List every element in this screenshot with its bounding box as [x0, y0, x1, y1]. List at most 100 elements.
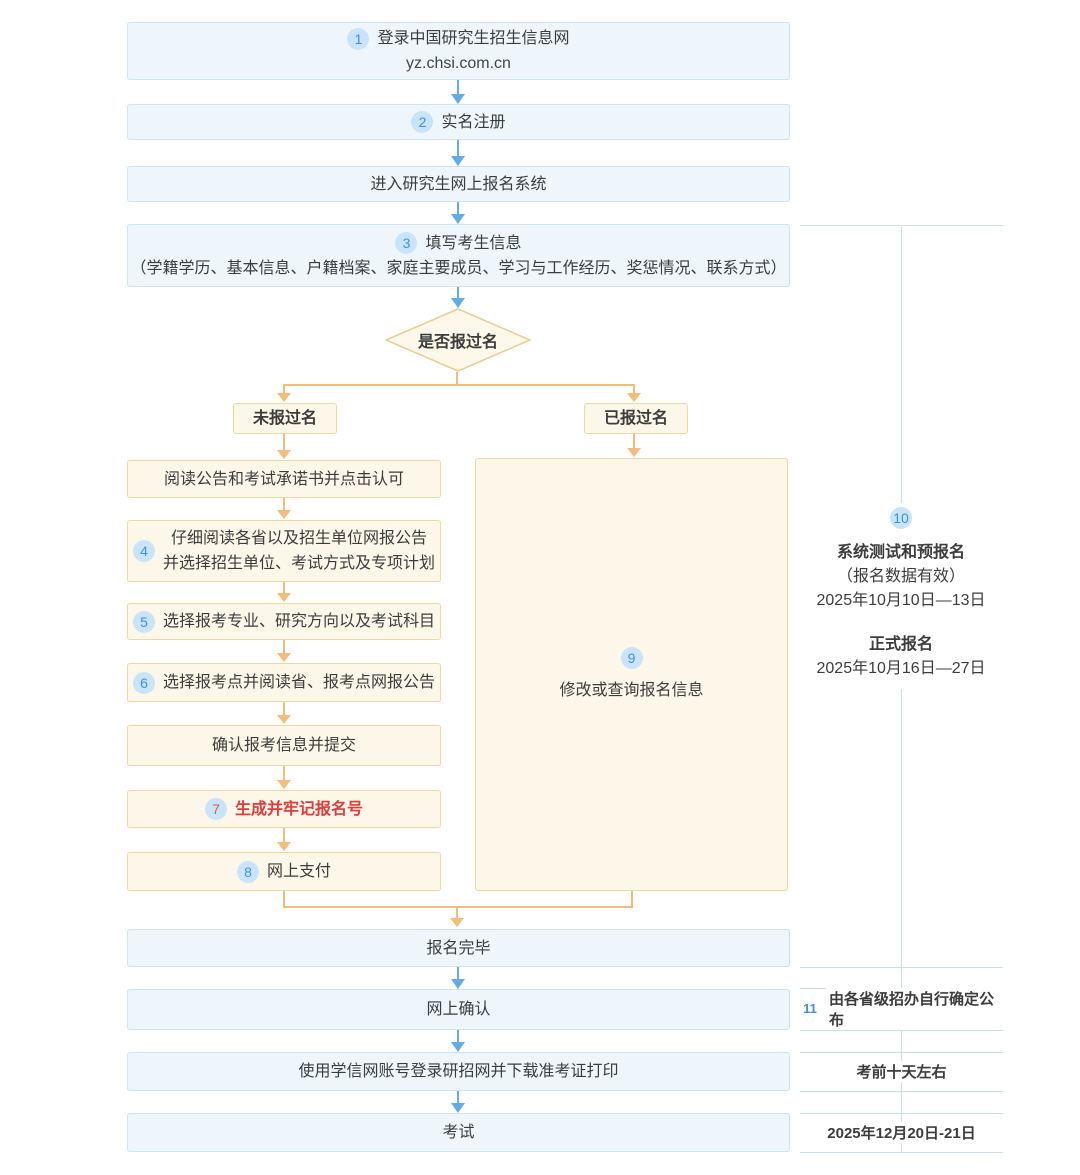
step-label: 考试 — [442, 1124, 475, 1141]
step-select-unit: 4 仔细阅读各省以及招生单位网报公告 并选择招生单位、考试方式及专项计划 — [127, 520, 441, 582]
branch-label: 未报过名 — [252, 410, 317, 427]
step-label: 进入研究生网上报名系统 — [370, 175, 547, 193]
step-select-major: 5 选择报考专业、研究方向以及考试科目 — [127, 603, 441, 640]
step-number-badge: 9 — [620, 646, 643, 669]
connector-line — [283, 828, 285, 843]
connector-line — [283, 702, 285, 716]
arrow-head — [451, 1103, 465, 1113]
note-number-badge: 10 — [890, 507, 912, 529]
step-login: 1 登录中国研究生招生信息网 yz.chsi.com.cn — [127, 22, 790, 80]
step-number-badge: 6 — [132, 671, 155, 694]
arrow-head — [451, 214, 465, 224]
step-label: 登录中国研究生招生信息网 — [377, 30, 570, 47]
arrow-head — [277, 593, 291, 602]
step-confirm-submit: 确认报考信息并提交 — [127, 725, 441, 766]
note-text: 由各省级招办自行确定公布 — [826, 988, 1003, 1030]
connector-line — [283, 384, 285, 394]
arrow-head — [627, 448, 641, 457]
arrow-head — [277, 715, 291, 724]
arrow-line — [457, 202, 459, 215]
decision-label: 是否报过名 — [417, 334, 498, 351]
connector-line — [283, 640, 285, 654]
step-exam: 考试 — [127, 1113, 790, 1152]
connector-line — [283, 434, 285, 451]
connector-line — [283, 498, 285, 511]
note-text: 考前十天左右 — [853, 1061, 950, 1082]
step-remember-number: 7 生成并牢记报名号 — [127, 790, 441, 828]
branch-label: 已报过名 — [603, 410, 668, 427]
step-number-badge: 8 — [236, 860, 259, 883]
arrow-head — [627, 393, 641, 402]
step-label: 并选择招生单位、考试方式及专项计划 — [162, 555, 435, 572]
row-line — [800, 1030, 1003, 1031]
connector-line — [283, 582, 285, 594]
step-label-highlight: 生成并牢记报名号 — [234, 800, 363, 818]
connector-line — [633, 384, 635, 394]
arrow-head — [277, 450, 291, 459]
row-line — [800, 1091, 1003, 1092]
arrow-head — [277, 780, 291, 789]
decision-diamond: 是否报过名 — [384, 308, 532, 372]
arrow-head — [277, 510, 291, 519]
site-url: yz.chsi.com.cn — [406, 55, 511, 72]
arrow-head — [277, 653, 291, 662]
connector-line — [283, 906, 633, 908]
step-number-badge: 1 — [347, 27, 370, 50]
connector-line — [283, 891, 285, 908]
arrow-head — [277, 393, 291, 402]
step-online-confirm: 网上确认 — [127, 989, 790, 1030]
step-number-badge: 5 — [132, 610, 155, 633]
arrow-line — [457, 80, 459, 95]
row-line — [800, 1152, 1003, 1153]
step-label: 实名注册 — [441, 113, 506, 131]
arrow-head — [451, 1042, 465, 1052]
note-number-badge: 11 — [800, 999, 820, 1019]
connector-line — [456, 906, 458, 919]
note-registration-period: 10 系统测试和预报名 （报名数据有效） 2025年10月10日—13日 正式报… — [791, 503, 1011, 689]
diamond-shape — [384, 308, 532, 372]
step-label: 使用学信网账号登录研招网并下载准考证打印 — [298, 1063, 619, 1080]
arrow-head — [451, 156, 465, 166]
step-number-badge: 2 — [411, 111, 434, 133]
step-number-badge: 3 — [395, 232, 418, 254]
step-enter-system: 进入研究生网上报名系统 — [127, 166, 790, 202]
note-date: 2025年10月16日—27日 — [816, 660, 986, 677]
step-read-notice: 阅读公告和考试承诺书并点击认可 — [127, 460, 441, 498]
note-text: 2025年12月20日-21日 — [824, 1122, 979, 1143]
step-label: 填写考生信息 — [425, 234, 522, 252]
row-line — [800, 1113, 1003, 1114]
arrow-head — [451, 94, 465, 104]
arrow-line — [457, 967, 459, 980]
note-title: 系统测试和预报名 — [836, 544, 965, 561]
step-register: 2 实名注册 — [127, 104, 790, 140]
step-finish: 报名完毕 — [127, 929, 790, 967]
step-label: 确认报考信息并提交 — [211, 737, 356, 754]
note-online-confirm: 11 由各省级招办自行确定公布 — [800, 988, 1003, 1030]
arrow-line — [457, 1030, 459, 1043]
step-modify-query: 9 修改或查询报名信息 — [475, 458, 788, 891]
branch-not-registered: 未报过名 — [233, 403, 337, 434]
note-date: 2025年10月10日—13日 — [816, 592, 986, 609]
connector-line — [283, 766, 285, 781]
step-number-badge: 7 — [204, 798, 227, 820]
connector-line — [631, 891, 633, 908]
step-label: 仔细阅读各省以及招生单位网报公告 — [170, 530, 427, 547]
step-label: 阅读公告和考试承诺书并点击认可 — [163, 470, 404, 488]
step-label: 网上确认 — [426, 1001, 491, 1018]
step-download-ticket: 使用学信网账号登录研招网并下载准考证打印 — [127, 1052, 790, 1091]
note-exam-date: 2025年12月20日-21日 — [800, 1113, 1003, 1152]
connector-line — [456, 372, 458, 385]
branch-registered: 已报过名 — [584, 403, 688, 434]
connector-line — [633, 434, 635, 449]
step-detail: （学籍学历、基本信息、户籍档案、家庭主要成员、学习与工作经历、奖惩情况、联系方式… — [130, 259, 787, 277]
arrow-line — [457, 140, 459, 156]
note-download-time: 考前十天左右 — [800, 1052, 1003, 1091]
row-line — [800, 1052, 1003, 1053]
step-label: 报名完毕 — [426, 939, 491, 957]
arrow-head — [451, 979, 465, 989]
arrow-head — [277, 842, 291, 851]
arrow-head — [450, 918, 464, 927]
step-label: 修改或查询报名信息 — [559, 681, 704, 699]
step-online-payment: 8 网上支付 — [127, 852, 441, 891]
